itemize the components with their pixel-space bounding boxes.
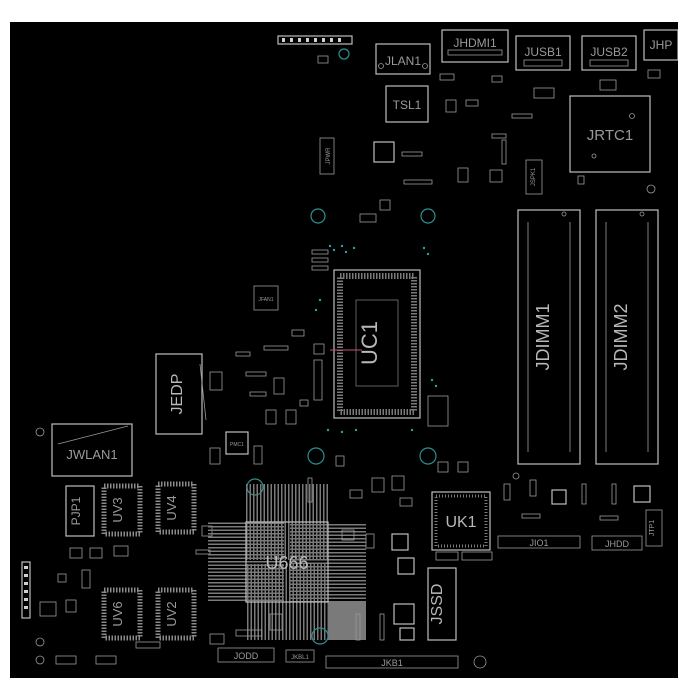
jusb1-connector: JUSB1 <box>515 35 571 71</box>
jedp-connector: JEDP <box>155 353 207 435</box>
uv3-regulator: UV3 <box>101 483 143 537</box>
uv4-regulator: UV4 <box>155 481 197 535</box>
jusb2-connector: JUSB2 <box>581 35 637 71</box>
jio1-connector: JIO1 <box>497 535 581 549</box>
jio1-label: JIO1 <box>529 538 548 548</box>
uv2-regulator: UV2 <box>155 587 197 641</box>
jodd-connector: JODD <box>217 647 275 663</box>
jusb1-label: JUSB1 <box>524 45 562 59</box>
jspk1-connector: JSPK1 <box>525 159 543 195</box>
uc1-cpu: UC1 <box>330 269 421 419</box>
jpwr-connector: JPWR <box>319 137 335 175</box>
jwlan1-slot: JWLAN1 <box>51 423 133 477</box>
jedp-label: JEDP <box>169 374 186 415</box>
uv6-regulator: UV6 <box>101 587 143 641</box>
tsl1-transformer: TSL1 <box>385 85 429 123</box>
pjp1-label: PJP1 <box>69 496 83 525</box>
uv4-label: UV4 <box>164 495 179 520</box>
pmc1-label: PMC1 <box>230 442 244 448</box>
jtp1-label: JTP1 <box>649 520 656 536</box>
jhdd-label: JHDD <box>605 539 629 549</box>
u666-bga-chip: U666 <box>208 484 366 640</box>
uk1-controller: UK1 <box>431 491 491 551</box>
jrtc1-battery: JRTC1 <box>569 95 651 173</box>
left-edge-connector <box>21 561 31 619</box>
jhdmi1-label: JHDMI1 <box>453 36 497 50</box>
jkbl1-label: JKBL1 <box>291 655 309 661</box>
jssd-connector: JSSD <box>427 567 457 641</box>
jhdd-connector: JHDD <box>591 535 643 551</box>
jrtc1-label: JRTC1 <box>587 127 633 144</box>
jhp-connector: JHP <box>643 29 678 61</box>
jfan1-connector: JFAN1 <box>253 285 279 311</box>
jdimm1-label: JDIMM1 <box>533 304 553 371</box>
jdebug-top-connector <box>277 35 353 45</box>
uv6-label: UV6 <box>110 601 125 626</box>
jusb2-label: JUSB2 <box>590 45 628 59</box>
jdimm2-label: JDIMM2 <box>611 304 631 371</box>
uv3-label: UV3 <box>110 497 125 522</box>
jspk1-label: JSPK1 <box>531 167 537 186</box>
uc1-label: UC1 <box>357 321 382 365</box>
jssd-label: JSSD <box>429 584 446 625</box>
pmc1-chip: PMC1 <box>225 431 249 455</box>
pjp1-connector: PJP1 <box>65 485 95 537</box>
jkb1-connector: JKB1 <box>325 655 459 669</box>
jfan1-label: JFAN1 <box>258 297 273 303</box>
jlan1-connector: JLAN1 <box>375 43 431 75</box>
tsl1-label: TSL1 <box>393 98 422 112</box>
pcb-board-layout: JLAN1 JHDMI1 JUSB1 JUSB2 JHP TSL1 JRTC1 <box>10 22 678 678</box>
jdimm2-slot: JDIMM2 <box>595 209 659 465</box>
jhdmi1-connector: JHDMI1 <box>441 29 509 63</box>
jkbl1-connector: JKBL1 <box>285 649 315 663</box>
jpwr-label: JPWR <box>326 147 332 165</box>
jkb1-label: JKB1 <box>381 658 403 668</box>
jtp1-connector: JTP1 <box>645 509 663 547</box>
jhp-label: JHP <box>650 38 673 52</box>
jlan1-label: JLAN1 <box>385 54 421 68</box>
u666-label: U666 <box>265 553 308 573</box>
cpu-vias <box>314 244 438 434</box>
jwlan1-label: JWLAN1 <box>66 447 117 462</box>
uk1-label: UK1 <box>445 514 476 531</box>
jodd-label: JODD <box>234 651 259 661</box>
jdimm1-slot: JDIMM1 <box>517 209 581 465</box>
uv2-label: UV2 <box>164 601 179 626</box>
